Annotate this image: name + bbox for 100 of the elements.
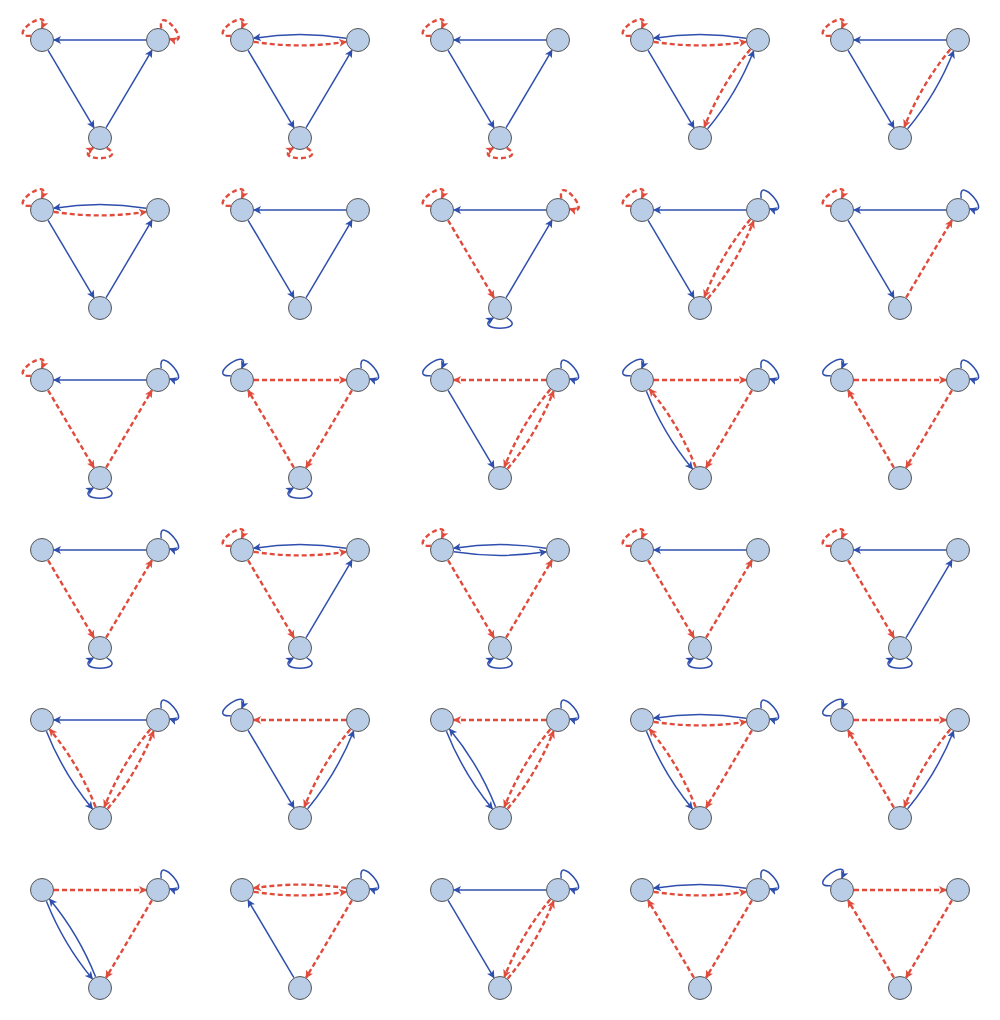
- graph-node: [546, 538, 570, 562]
- graph-node: [830, 878, 854, 902]
- graph-node: [830, 28, 854, 52]
- loop-arrow: [221, 18, 248, 37]
- graph-node: [888, 466, 912, 490]
- arrow: [252, 543, 347, 552]
- graph-node: [830, 198, 854, 222]
- graph-node: [288, 296, 312, 320]
- arrow: [854, 886, 947, 894]
- arrow: [447, 219, 495, 299]
- arrow: [453, 376, 546, 384]
- arrow: [247, 389, 295, 469]
- loop-arrow: [21, 358, 48, 377]
- graph-node: [946, 538, 970, 562]
- loop-arrow: [760, 359, 780, 385]
- loop-arrow: [21, 18, 48, 37]
- graph-node: [888, 806, 912, 830]
- graph-node: [346, 368, 370, 392]
- arrow: [254, 376, 347, 384]
- graph-node: [230, 878, 254, 902]
- loop-arrow: [360, 359, 380, 385]
- loop-arrow: [821, 188, 848, 207]
- arrow: [653, 206, 747, 214]
- graph-node: [146, 878, 170, 902]
- graph-node: [88, 806, 112, 830]
- arrow: [854, 376, 947, 384]
- arrow: [105, 899, 153, 979]
- graph-node: [488, 296, 512, 320]
- graph-node: [630, 28, 654, 52]
- arrow: [652, 713, 747, 722]
- loop-arrow: [222, 698, 248, 717]
- loop-arrow: [221, 188, 248, 207]
- loop-arrow: [621, 18, 648, 37]
- arrow: [253, 888, 348, 897]
- loop-arrow: [621, 528, 648, 547]
- arrow: [652, 883, 747, 892]
- graph-node: [888, 976, 912, 1000]
- arrow: [53, 208, 148, 217]
- loop-arrow: [360, 869, 380, 895]
- graph-node: [288, 466, 312, 490]
- graph-node: [430, 368, 454, 392]
- graph-node: [546, 368, 570, 392]
- graph-node: [946, 708, 970, 732]
- graph-node: [88, 466, 112, 490]
- arrow: [253, 38, 348, 47]
- loop-arrow: [821, 18, 848, 37]
- arrow: [647, 899, 695, 979]
- arrow: [253, 548, 348, 557]
- loop-arrow: [485, 146, 513, 160]
- graph-node: [146, 368, 170, 392]
- arrow: [305, 899, 353, 979]
- arrow: [905, 899, 953, 979]
- graph-node: [830, 538, 854, 562]
- loop-arrow: [822, 358, 848, 377]
- loop-arrow: [622, 358, 648, 377]
- arrow: [47, 559, 95, 639]
- loop-arrow: [421, 18, 448, 37]
- loop-arrow: [160, 359, 180, 385]
- graph-node: [430, 708, 454, 732]
- arrow: [653, 888, 748, 897]
- arrow: [252, 33, 347, 42]
- loop-arrow: [421, 528, 448, 547]
- graph-node: [488, 126, 512, 150]
- arrow: [105, 559, 153, 639]
- arrow: [847, 899, 895, 979]
- graph-node: [746, 878, 770, 902]
- loop-arrow: [285, 657, 313, 669]
- graph-node: [688, 976, 712, 1000]
- loop-arrow: [621, 188, 648, 207]
- arrow: [505, 559, 553, 639]
- loop-arrow: [822, 868, 848, 887]
- graph-node: [288, 976, 312, 1000]
- graph-node: [546, 28, 570, 52]
- graph-node: [288, 636, 312, 660]
- arrow: [653, 718, 748, 727]
- arrow: [305, 389, 353, 469]
- graph-node: [546, 198, 570, 222]
- graph-node: [688, 806, 712, 830]
- arrow: [453, 716, 546, 724]
- arrow: [453, 548, 548, 557]
- arrow: [853, 546, 947, 554]
- loop-arrow: [85, 487, 113, 499]
- graph-node: [88, 126, 112, 150]
- graph-node: [430, 878, 454, 902]
- graph-node: [746, 538, 770, 562]
- graph-node: [30, 368, 54, 392]
- graph-node: [830, 708, 854, 732]
- arrow: [53, 716, 147, 724]
- graph-node: [346, 538, 370, 562]
- loop-arrow: [160, 699, 180, 725]
- graph-node: [346, 708, 370, 732]
- arrow: [847, 559, 895, 639]
- loop-arrow: [221, 528, 248, 547]
- loop-arrow: [159, 19, 180, 45]
- loop-arrow: [421, 188, 448, 207]
- arrow: [647, 559, 695, 639]
- graph-node: [30, 198, 54, 222]
- graph-node: [630, 878, 654, 902]
- loop-arrow: [160, 529, 180, 555]
- graph-node: [30, 878, 54, 902]
